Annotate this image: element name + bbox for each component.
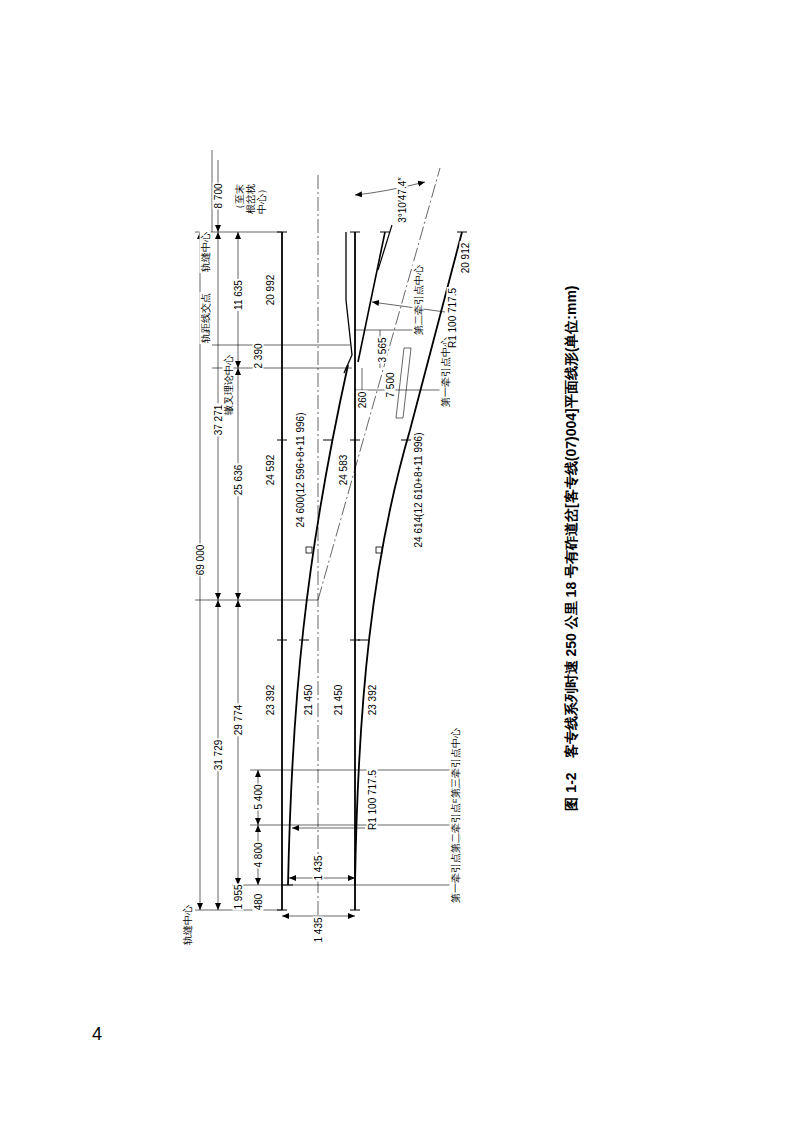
dimension-label: 轨缝中心	[182, 904, 193, 946]
dimension-label: 260	[357, 391, 368, 410]
dimension-label: R1 100 717.5	[367, 769, 378, 831]
figure-caption: 图 1-2 客专线系列时速 250 公里 18 号有砟道岔[客专线(07)004…	[564, 284, 579, 811]
dimension-label: 7 500	[385, 371, 396, 398]
dimension-label: 第二牵引点中心	[413, 264, 424, 336]
dimension-label: 69 000	[195, 544, 206, 577]
dimension-label: 20 992	[265, 274, 276, 307]
dimension-label: 29 774	[233, 704, 244, 737]
dimension-label: 辙叉理论中心	[223, 354, 234, 416]
dimension-label: 23 392	[367, 684, 378, 717]
dimension-label: 11 635	[233, 279, 244, 311]
dimension-label: （至末根岔枕中心）	[234, 177, 267, 215]
dimension-label: 4 800	[253, 841, 264, 868]
dimension-label: 2 390	[253, 342, 264, 369]
dimension-label: 3 565	[377, 336, 388, 363]
dimension-label: 1 435	[313, 854, 324, 881]
dimension-label: 31 729	[213, 739, 224, 772]
dimension-label: 24 592	[265, 454, 276, 487]
dimension-label: 轨距线交点	[200, 292, 211, 344]
dimension-label: 23 392	[265, 684, 276, 717]
dimension-label: 20 912	[460, 242, 471, 275]
dimension-label: R1 100 717.5	[447, 287, 458, 349]
dimension-label: 1 435	[313, 916, 324, 943]
dimension-label: 21 450	[303, 684, 314, 717]
dimension-label: 24 600(12 596+8+11 996)	[295, 412, 306, 529]
dimension-label: 第三牵引点中心	[450, 727, 461, 799]
dimension-label: 21 450	[333, 684, 344, 717]
dimension-label: 8 700	[213, 182, 224, 209]
page-number: 4	[91, 1025, 103, 1045]
dimension-label: 轨缝中心	[200, 231, 211, 273]
dimension-label: 25 636	[233, 464, 244, 497]
dimension-label: 24 583	[338, 454, 349, 487]
dimension-label: 480	[253, 893, 264, 912]
dimension-label: 24 614(12 610+8+11 996)	[413, 432, 424, 549]
dimension-label: 3°10′47.4″	[397, 176, 408, 224]
dimension-label: 5 400	[253, 783, 264, 810]
dimension-label: 1 955	[233, 883, 244, 910]
